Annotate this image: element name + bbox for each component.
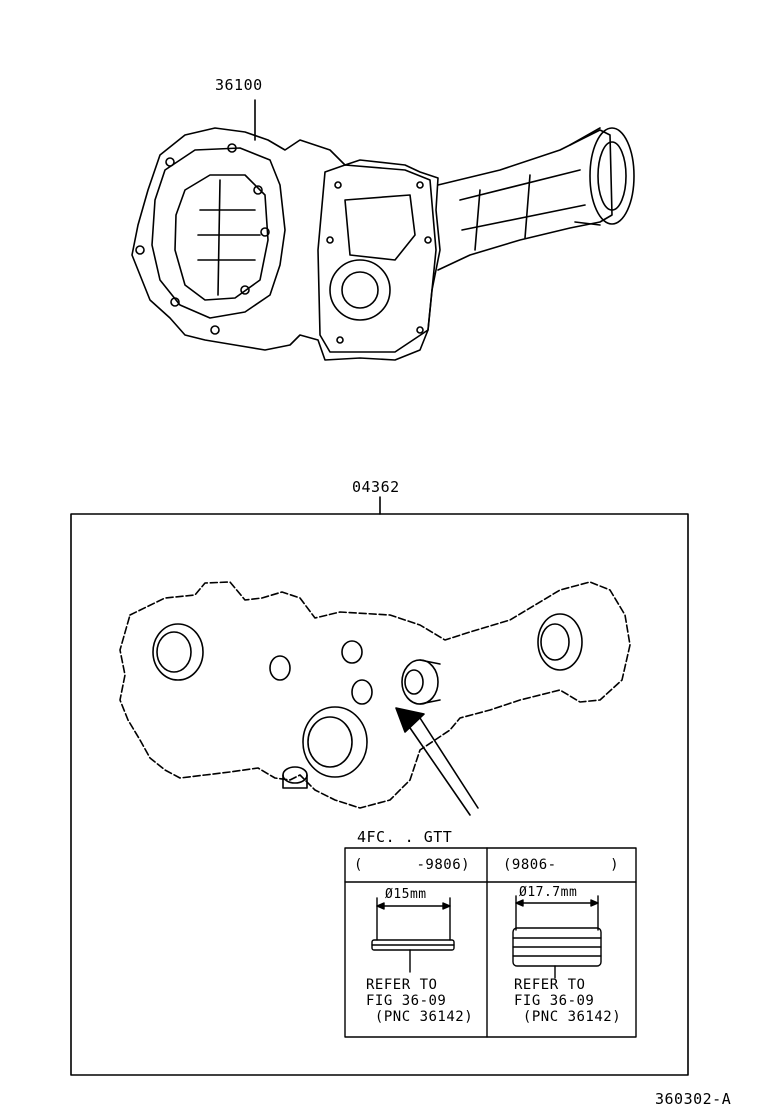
assembly-part-number: 36100 [215,76,263,94]
kit-case-illustration [119,581,631,809]
kit-part-number: 04362 [352,478,400,496]
column-1-note-line-2: FIG 36-09 [366,993,447,1009]
column-2-header: (9806- ) [503,857,620,873]
variant-table [344,847,637,1038]
column-2-dimension: Ø17.7mm [519,885,578,900]
column-2-note-line-1: REFER TO [514,977,586,993]
callout-arrow [395,707,479,816]
column-1-header: ( -9806) [354,857,471,873]
kit-frame [70,513,689,1076]
figure-id: 360302-A [655,1090,732,1108]
column-1-note-line-1: REFER TO [366,977,438,993]
column-2-note-line-3: (PNC 36142) [514,1009,622,1025]
transfer-assembly-illustration [131,99,635,361]
column-1-note-line-3: (PNC 36142) [366,1009,474,1025]
kit-condition-label: 4FC. . GTT [357,828,453,846]
seal-17mm-illustration [512,895,602,979]
column-2-note-line-2: FIG 36-09 [514,993,595,1009]
column-1-dimension: Ø15mm [385,887,427,902]
seal-15mm-illustration [371,897,455,973]
